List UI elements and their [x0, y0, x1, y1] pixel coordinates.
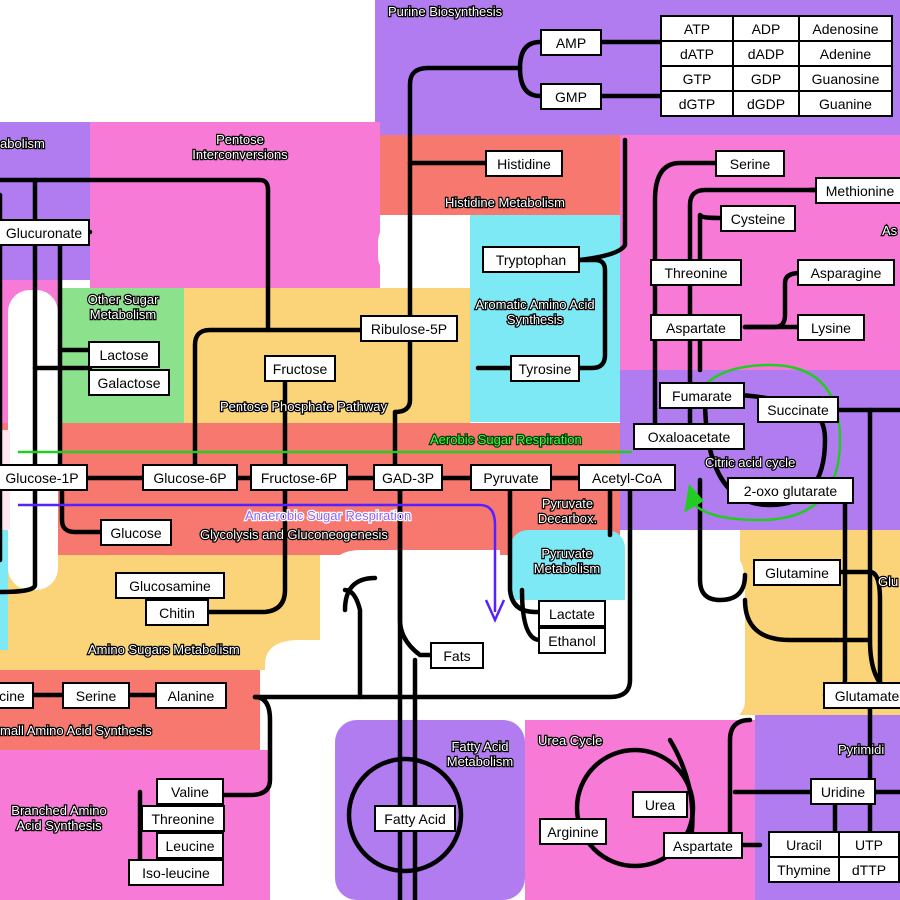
node-tyrosine[interactable]: Tyrosine — [510, 355, 580, 382]
region-label-pentose-interconversions: Pentose Interconversions — [191, 131, 289, 163]
table-cell[interactable]: Guanosine — [798, 65, 893, 92]
respiration-arrows — [18, 363, 842, 624]
node-methionine[interactable]: Methionine — [815, 177, 900, 204]
table-cell[interactable]: dGDP — [732, 90, 800, 117]
table-row: dGTP dGDP Guanine — [660, 90, 893, 117]
node-succinate[interactable]: Succinate — [757, 396, 839, 423]
region-label-pentose-phosphate: Pentose Phosphate Pathway — [219, 398, 388, 415]
node-glucuronate[interactable]: Glucuronate — [0, 219, 90, 246]
node-cysteine[interactable]: Cysteine — [720, 205, 796, 232]
node-valine[interactable]: Valine — [156, 778, 224, 805]
node-glycine[interactable]: cine — [0, 682, 34, 709]
region-label-metabolism: abolism — [0, 135, 46, 152]
anaerobic-respiration-label: Anaerobic Sugar Respiration — [244, 507, 413, 524]
region-label-urea-cycle: Urea Cycle — [537, 732, 604, 749]
node-glutamine[interactable]: Glutamine — [753, 559, 841, 586]
node-fructose-6p[interactable]: Fructose-6P — [250, 464, 348, 491]
region-label-pyruvate-metabolism: Pyruvate Metabolism — [533, 545, 602, 577]
region-label-histidine: Histidine Metabolism — [444, 194, 566, 211]
table-cell[interactable]: Uracil — [768, 831, 840, 858]
node-pyruvate[interactable]: Pyruvate — [470, 464, 552, 491]
table-row: Uracil UTP — [768, 831, 900, 858]
node-galactose[interactable]: Galactose — [88, 369, 170, 396]
node-iso-leucine[interactable]: Iso-leucine — [128, 859, 224, 886]
region-label-glu: Glu — [877, 573, 900, 590]
aerobic-respiration-label: Aerobic Sugar Respiration — [429, 431, 583, 448]
region-label-pyruvate-decarbox: Pyruvate Decarbox. — [537, 495, 599, 527]
node-urea[interactable]: Urea — [632, 791, 688, 818]
node-chitin[interactable]: Chitin — [145, 599, 209, 626]
node-gad-3p[interactable]: GAD-3P — [373, 464, 443, 491]
table-cell[interactable]: dADP — [732, 40, 800, 67]
table-cell[interactable]: GDP — [732, 65, 800, 92]
node-alanine[interactable]: Alanine — [155, 682, 227, 709]
node-glucose[interactable]: Glucose — [100, 519, 172, 546]
node-glucose-6p[interactable]: Glucose-6P — [142, 464, 238, 491]
table-row: GTP GDP Guanosine — [660, 65, 893, 92]
node-lysine[interactable]: Lysine — [797, 314, 865, 341]
table-cell[interactable]: UTP — [838, 831, 900, 858]
node-acetyl-coa[interactable]: Acetyl-CoA — [578, 464, 676, 491]
pyrimidine-nucleotide-table: Uracil UTP Thymine dTTP — [768, 831, 900, 883]
node-histidine[interactable]: Histidine — [485, 150, 563, 177]
node-asparagine[interactable]: Asparagine — [797, 259, 895, 286]
region-label-amino-sugars: Amino Sugars Metabolism — [87, 641, 241, 658]
node-lactose[interactable]: Lactose — [88, 341, 160, 368]
node-fumarate[interactable]: Fumarate — [659, 382, 745, 409]
table-row: ATP ADP Adenosine — [660, 15, 893, 42]
node-serine-low[interactable]: Serine — [62, 682, 130, 709]
region-label-aromatic: Aromatic Amino Acid Synthesis — [474, 296, 596, 328]
table-cell[interactable]: ADP — [732, 15, 800, 42]
table-cell[interactable]: Adenosine — [798, 15, 893, 42]
region-label-purine: Purine Biosynthesis — [387, 3, 504, 20]
region-label-pyrimidine: Pyrimidi — [837, 741, 886, 758]
purine-nucleotide-table: ATP ADP Adenosine dATP dADP Adenine GTP … — [660, 15, 893, 117]
node-gmp[interactable]: GMP — [540, 83, 602, 110]
node-fats[interactable]: Fats — [430, 642, 484, 669]
node-serine-top[interactable]: Serine — [715, 150, 785, 177]
region-label-branched-amino: Branched Amino Acid Synthesis — [10, 802, 108, 834]
table-cell[interactable]: dATP — [660, 40, 734, 67]
node-threonine-right[interactable]: Threonine — [650, 259, 742, 286]
node-fructose[interactable]: Fructose — [264, 355, 336, 382]
node-tryptophan[interactable]: Tryptophan — [482, 246, 580, 273]
node-2-oxo-glutarate[interactable]: 2-oxo glutarate — [727, 477, 854, 504]
region-label-glycolysis: Glycolysis and Gluconeogenesis — [199, 526, 389, 543]
node-aspartate-low[interactable]: Aspartate — [663, 832, 743, 859]
node-ribulose-5p[interactable]: Ribulose-5P — [360, 315, 458, 342]
node-oxaloacetate[interactable]: Oxaloacetate — [633, 423, 745, 450]
region-label-small-amino: mall Amino Acid Synthesis — [0, 722, 153, 739]
region-label-fatty-acid-metabolism: Fatty Acid Metabolism — [446, 738, 515, 770]
region-label-as: As — [881, 222, 899, 239]
table-cell[interactable]: Adenine — [798, 40, 893, 67]
table-cell[interactable]: dGTP — [660, 90, 734, 117]
node-glucose-1p[interactable]: Glucose-1P — [0, 464, 88, 491]
table-row: Thymine dTTP — [768, 856, 900, 883]
table-cell[interactable]: Thymine — [768, 856, 840, 883]
node-aspartate-top[interactable]: Aspartate — [650, 314, 742, 341]
table-cell[interactable]: dTTP — [838, 856, 900, 883]
node-uridine[interactable]: Uridine — [810, 778, 876, 805]
node-lactate[interactable]: Lactate — [538, 600, 606, 627]
node-amp[interactable]: AMP — [540, 29, 602, 56]
node-threonine-low[interactable]: Threonine — [141, 805, 225, 832]
table-cell[interactable]: Guanine — [798, 90, 893, 117]
table-row: dATP dADP Adenine — [660, 40, 893, 67]
node-ethanol[interactable]: Ethanol — [538, 627, 606, 654]
region-label-other-sugar: Other Sugar Metabolism — [86, 291, 159, 323]
node-glutamate[interactable]: Glutamate — [823, 682, 900, 709]
node-fatty-acid[interactable]: Fatty Acid — [374, 805, 456, 832]
region-label-citric-acid-cycle: Citric acid cycle — [704, 454, 797, 471]
table-cell[interactable]: GTP — [660, 65, 734, 92]
node-arginine[interactable]: Arginine — [539, 818, 607, 845]
node-glucosamine[interactable]: Glucosamine — [115, 572, 225, 599]
table-cell[interactable]: ATP — [660, 15, 734, 42]
node-leucine[interactable]: Leucine — [156, 832, 224, 859]
